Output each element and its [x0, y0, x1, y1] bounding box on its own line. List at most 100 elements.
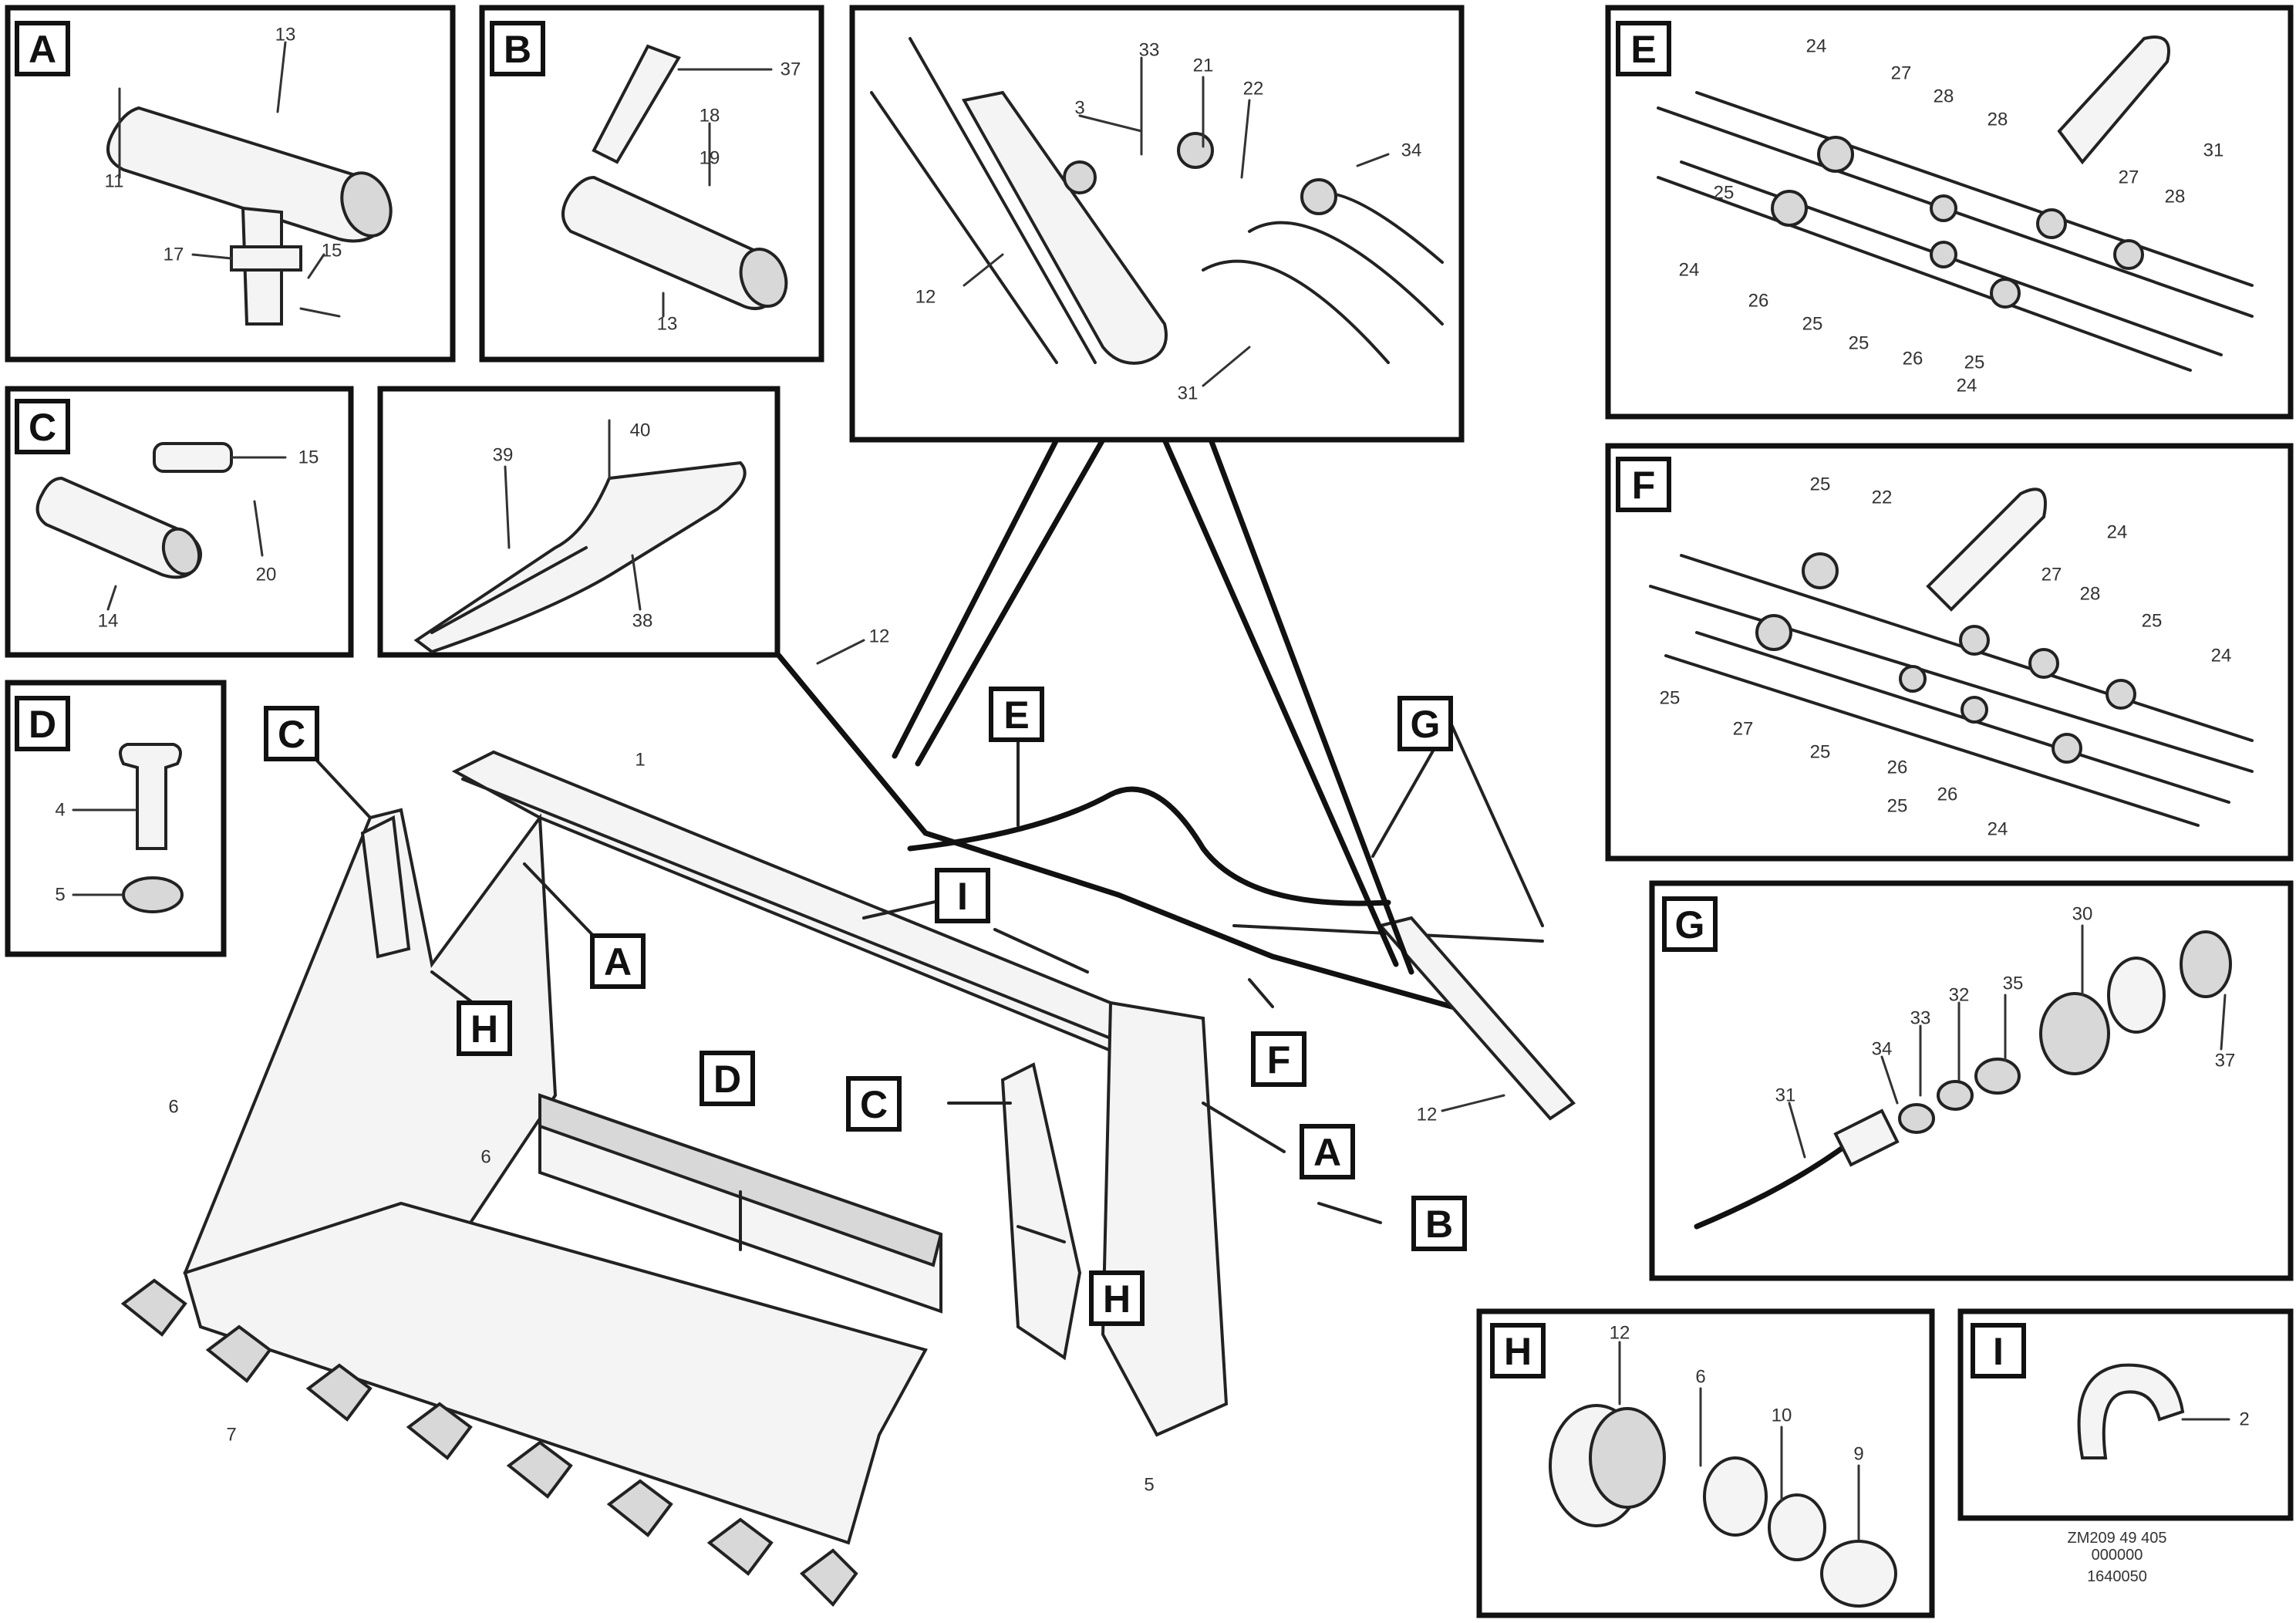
callout-c-14: 14	[98, 611, 119, 632]
callout-b-19: 19	[700, 148, 720, 169]
callout-g-31: 31	[1775, 1085, 1796, 1106]
main-callout-1: 1	[635, 750, 645, 771]
callout-d-4: 4	[55, 800, 65, 821]
svg-text:G: G	[1411, 703, 1441, 746]
svg-text:H: H	[1504, 1330, 1532, 1373]
detail-d-tag[interactable]: D	[15, 696, 70, 751]
callout-a-17: 17	[164, 245, 184, 265]
main-tag-c-left[interactable]: C	[264, 706, 319, 761]
main-tag-b[interactable]: B	[1411, 1196, 1467, 1251]
detail-view-a: A 13 11 17 15	[5, 5, 456, 363]
callout-f-25e: 25	[1887, 796, 1908, 817]
callout-g-32: 32	[1949, 985, 1970, 1006]
main-tag-e[interactable]: E	[989, 687, 1044, 742]
callout-f-22: 22	[1872, 488, 1893, 508]
callout-g-30: 30	[2072, 904, 2093, 925]
main-tag-f[interactable]: F	[1251, 1031, 1306, 1087]
detail-e-tag[interactable]: E	[1616, 21, 1671, 76]
callout-f-25c: 25	[1660, 688, 1681, 709]
footer-line-2: 000000	[2092, 1547, 2143, 1564]
callout-g-34: 34	[1872, 1039, 1893, 1060]
svg-text:A: A	[604, 940, 632, 984]
retaining-plate	[230, 206, 302, 326]
callout-d-5: 5	[55, 885, 65, 906]
callout-top-21: 21	[1193, 56, 1214, 76]
callout-b-13: 13	[657, 314, 678, 335]
callout-e-25c: 25	[1849, 333, 1870, 354]
callout-f-25b: 25	[2142, 611, 2163, 632]
svg-text:H: H	[470, 1007, 498, 1051]
detail-view-top: 33 21 22 3 34 12 31	[849, 5, 1465, 443]
svg-text:B: B	[1425, 1203, 1453, 1246]
callout-i-2: 2	[2239, 1409, 2249, 1430]
callout-top-22: 22	[1243, 79, 1264, 100]
main-tag-h-right[interactable]: H	[1089, 1270, 1145, 1326]
callout-a-13: 13	[275, 25, 296, 46]
callout-e-24: 24	[1806, 36, 1827, 57]
main-callout-6a: 6	[168, 1097, 178, 1118]
main-callout-5: 5	[1144, 1475, 1154, 1496]
svg-text:G: G	[1675, 903, 1705, 946]
callout-top-3: 3	[1074, 98, 1084, 119]
detail-view-h: H 12 6 10 9	[1476, 1308, 1935, 1618]
detail-view-c: C 15 20 14	[5, 386, 354, 658]
callout-a-15: 15	[322, 241, 342, 262]
detail-view-b: B 37 18 19 13	[479, 5, 824, 363]
callout-g-33: 33	[1910, 1008, 1931, 1029]
callout-top-34: 34	[1401, 140, 1422, 161]
main-tag-i[interactable]: I	[935, 868, 990, 923]
callout-e-28c: 28	[2165, 187, 2186, 208]
callout-f-24c: 24	[1988, 819, 2008, 840]
bucket-teeth	[120, 1278, 858, 1608]
svg-text:I: I	[957, 875, 968, 918]
callout-e-26b: 26	[1903, 349, 1923, 369]
callout-tooth-38: 38	[632, 611, 653, 632]
svg-text:E: E	[1630, 28, 1656, 71]
svg-text:H: H	[1103, 1277, 1131, 1321]
svg-text:A: A	[29, 28, 56, 71]
detail-a-tag[interactable]: A	[15, 21, 70, 76]
callout-b-18: 18	[700, 106, 720, 127]
callout-h-12: 12	[1610, 1323, 1630, 1344]
callout-h-10: 10	[1772, 1405, 1792, 1426]
detail-view-d: D 4 5	[5, 680, 227, 957]
callout-f-25d: 25	[1810, 742, 1831, 763]
svg-text:C: C	[29, 406, 56, 449]
callout-e-31: 31	[2203, 140, 2224, 161]
callout-e-24c: 24	[1957, 376, 1977, 396]
main-tag-a-right[interactable]: A	[1300, 1124, 1355, 1179]
detail-i-tag[interactable]: I	[1971, 1323, 2026, 1378]
main-tag-a-left[interactable]: A	[590, 933, 646, 989]
detail-c-tag[interactable]: C	[15, 399, 70, 454]
callout-f-24a: 24	[2107, 522, 2128, 543]
detail-f-tag[interactable]: F	[1616, 457, 1671, 512]
callout-h-6: 6	[1695, 1367, 1705, 1388]
callout-tooth-40: 40	[630, 420, 651, 441]
svg-text:I: I	[1993, 1330, 2004, 1373]
main-tag-c-right[interactable]: C	[846, 1076, 902, 1132]
footer-reference: ZM209 49 405 000000 1640050	[2068, 1530, 2167, 1585]
detail-b-tag[interactable]: B	[490, 21, 545, 76]
callout-top-31: 31	[1178, 383, 1199, 404]
detail-h-tag[interactable]: H	[1490, 1323, 1546, 1378]
main-tag-h-left[interactable]: H	[457, 1000, 512, 1056]
main-tag-g[interactable]: G	[1397, 696, 1453, 751]
callout-f-27a: 27	[2041, 565, 2062, 585]
footer-line-1: ZM209 49 405	[2068, 1530, 2167, 1547]
main-tag-d[interactable]: D	[700, 1051, 755, 1106]
callout-f-28: 28	[2080, 584, 2101, 605]
main-callout-12a: 12	[869, 626, 890, 647]
detail-g-tag[interactable]: G	[1662, 896, 1718, 952]
callout-e-25a: 25	[1714, 183, 1735, 204]
detail-view-i: I 2	[1957, 1308, 2294, 1521]
footer-code: 1640050	[2087, 1568, 2147, 1585]
main-callout-6b: 6	[480, 1147, 491, 1168]
pin-cylinder	[106, 106, 393, 243]
svg-text:C: C	[278, 713, 305, 756]
svg-text:A: A	[1313, 1131, 1341, 1174]
callout-f-27b: 27	[1733, 719, 1754, 740]
callout-e-27: 27	[1891, 63, 1912, 84]
callout-g-37: 37	[2215, 1051, 2236, 1071]
svg-text:D: D	[713, 1058, 741, 1101]
